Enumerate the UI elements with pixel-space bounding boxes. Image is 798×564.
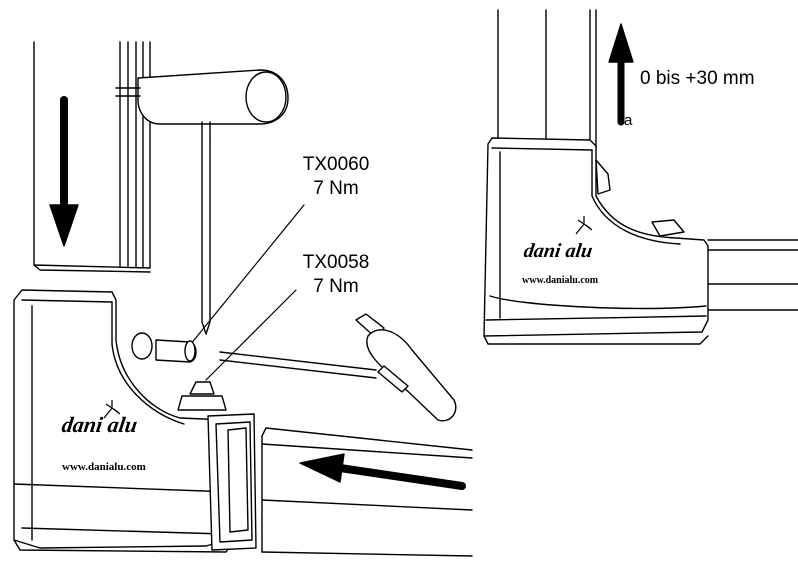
logo-text-left: dani alu [60,412,140,437]
adjustment-range-label: 0 bis +30 mm [640,68,755,89]
screwdriver [219,313,457,422]
arrow-left-icon [299,453,466,490]
logo-text-right: dani alu [522,240,594,262]
screw-2-code-label: TX0058 [302,252,370,273]
logo-mark-right [575,216,593,235]
logo-mark-left [103,400,121,419]
horizontal-profile [261,427,473,557]
website-text-left: www.danialu.com [62,461,146,473]
callout-leaders [189,204,305,381]
screw-1-torque-label: 7 Nm [313,178,359,199]
right-upper-post [497,9,597,149]
corner-connector-right [483,137,709,345]
right-horizontal-profile [707,239,798,311]
vertical-post [33,41,151,273]
connector-sleeve [207,413,257,551]
screw-1-code-label: TX0060 [302,154,370,175]
arrow-up-icon [608,23,634,126]
t-handle-hex-key [115,69,289,335]
adjustment-marker-letter: a [624,112,633,129]
website-text-right: www.danialu.com [522,275,599,286]
screw-2-torque-label: 7 Nm [313,276,359,297]
arrow-down-icon [49,96,79,247]
